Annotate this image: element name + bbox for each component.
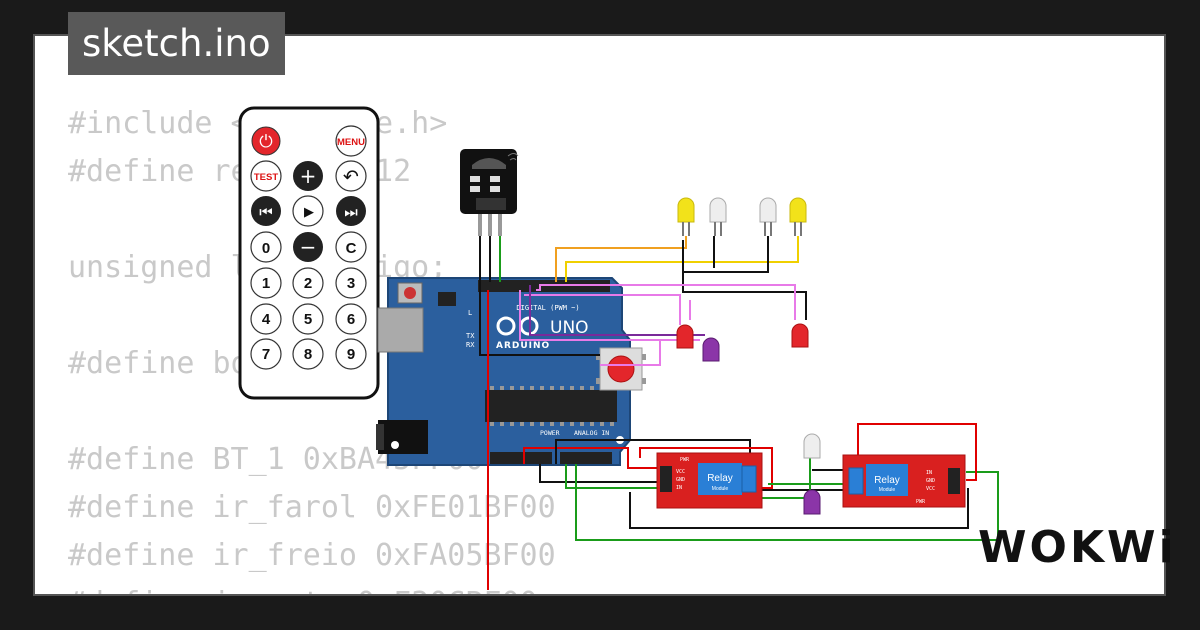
digit-label: 8 xyxy=(304,346,312,363)
digit-label: 2 xyxy=(304,275,312,292)
svg-text:Module: Module xyxy=(879,487,896,493)
digit-label: 3 xyxy=(347,275,355,292)
svg-text:TEST: TEST xyxy=(254,172,278,183)
svg-text:PWR: PWR xyxy=(916,499,926,505)
play-icon: ▶ xyxy=(304,205,314,220)
svg-text:GND: GND xyxy=(926,478,935,484)
arduino-uno[interactable]: DIGITAL (PWM ~) L TX RX UNO ARDUINO POWE… xyxy=(376,277,631,466)
svg-text:L: L xyxy=(468,309,472,317)
svg-text:Relay: Relay xyxy=(707,473,733,484)
next-button[interactable]: ⏭ xyxy=(336,196,366,226)
led-red-1[interactable] xyxy=(676,324,694,349)
svg-text:VCC: VCC xyxy=(676,469,685,475)
filename-tab[interactable]: sketch.ino xyxy=(68,12,285,75)
digit-label: 9 xyxy=(347,346,355,363)
digit-label: 1 xyxy=(262,275,270,292)
svg-text:IN: IN xyxy=(926,470,932,476)
usb-port xyxy=(377,307,424,353)
analog-header xyxy=(560,452,612,464)
led-purple-2[interactable] xyxy=(803,489,821,515)
led-yellow-1[interactable] xyxy=(677,197,695,236)
led-white-2[interactable] xyxy=(759,197,777,236)
svg-text:ANALOG IN: ANALOG IN xyxy=(574,429,609,437)
power-icon: ⏻ xyxy=(259,132,273,152)
test-button[interactable]: TEST xyxy=(250,160,282,192)
play-button[interactable]: ▶ xyxy=(292,195,324,227)
code-line: #define ir_freio 0xFA05BF00 xyxy=(68,538,556,573)
digit-button-3[interactable]: 3 xyxy=(335,267,367,299)
svg-text:UNO: UNO xyxy=(550,318,589,338)
digit-button-6[interactable]: 6 xyxy=(335,303,367,335)
relay-module-right[interactable]: Relay Module IN GND VCC PWR xyxy=(842,454,966,508)
svg-text:VCC: VCC xyxy=(926,486,935,492)
ir-receiver[interactable] xyxy=(460,149,519,236)
svg-text:MENU: MENU xyxy=(337,137,365,148)
menu-button[interactable]: MENU xyxy=(335,125,367,157)
wokwi-logo: WOKWi xyxy=(978,522,1177,573)
back-button[interactable]: ↶ xyxy=(335,160,367,192)
svg-text:Relay: Relay xyxy=(874,475,900,486)
digit-button-5[interactable]: 5 xyxy=(292,303,324,335)
digit-label: 4 xyxy=(262,311,271,328)
led-white-3[interactable] xyxy=(803,433,821,459)
svg-text:ARDUINO: ARDUINO xyxy=(496,341,550,351)
push-button[interactable] xyxy=(596,347,646,391)
digit-button-1[interactable]: 1 xyxy=(250,267,282,299)
reset-button[interactable] xyxy=(404,287,416,299)
led-white-1[interactable] xyxy=(709,197,727,236)
digit-buttons[interactable]: 1 2 3 4 5 6 7 8 9 xyxy=(250,267,367,370)
power-header xyxy=(490,452,552,464)
ir-remote[interactable]: ⏻ MENU TEST + ↶ ⏮ ▶ ⏭ xyxy=(238,106,380,400)
digit-button-9[interactable]: 9 xyxy=(335,338,367,370)
digit-button-4[interactable]: 4 xyxy=(250,303,282,335)
led-purple-1[interactable] xyxy=(702,337,720,362)
digit-button-2[interactable]: 2 xyxy=(292,267,324,299)
power-button[interactable]: ⏻ xyxy=(251,126,281,156)
svg-text:DIGITAL (PWM ~): DIGITAL (PWM ~) xyxy=(516,304,579,312)
svg-text:IN: IN xyxy=(676,485,682,491)
minus-icon: − xyxy=(300,235,317,259)
plus-button[interactable]: + xyxy=(293,161,323,191)
return-icon: ↶ xyxy=(343,166,359,188)
code-line: #define ir_seta 0xF30CBF00 xyxy=(68,586,538,594)
fast-forward-icon: ⏭ xyxy=(344,203,358,221)
svg-text:C: C xyxy=(346,240,357,257)
zero-button[interactable]: 0 xyxy=(250,231,282,263)
digit-label: 7 xyxy=(262,346,270,363)
plus-icon: + xyxy=(300,164,317,188)
power-jack xyxy=(378,420,428,454)
digit-label: 6 xyxy=(347,311,355,328)
led-red-2[interactable] xyxy=(791,323,809,348)
digit-button-7[interactable]: 7 xyxy=(250,338,282,370)
minus-button[interactable]: − xyxy=(293,232,323,262)
svg-text:RX: RX xyxy=(466,341,475,349)
svg-text:Module: Module xyxy=(712,486,729,492)
led-yellow-2[interactable] xyxy=(789,197,807,236)
svg-text:0: 0 xyxy=(262,240,270,257)
clear-button[interactable]: C xyxy=(335,231,367,263)
relay-module-left[interactable]: Relay Module VCC GND IN PWR xyxy=(656,452,763,509)
svg-text:GND: GND xyxy=(676,477,685,483)
digit-button-8[interactable]: 8 xyxy=(292,338,324,370)
svg-text:PWR: PWR xyxy=(680,457,690,463)
svg-text:POWER: POWER xyxy=(540,429,560,437)
digit-label: 5 xyxy=(304,311,312,328)
atmega-chip xyxy=(485,390,617,422)
code-line: #define ir_farol 0xFE01BF00 xyxy=(68,490,556,525)
rewind-icon: ⏮ xyxy=(259,203,273,221)
svg-text:TX: TX xyxy=(466,332,475,340)
prev-button[interactable]: ⏮ xyxy=(251,196,281,226)
